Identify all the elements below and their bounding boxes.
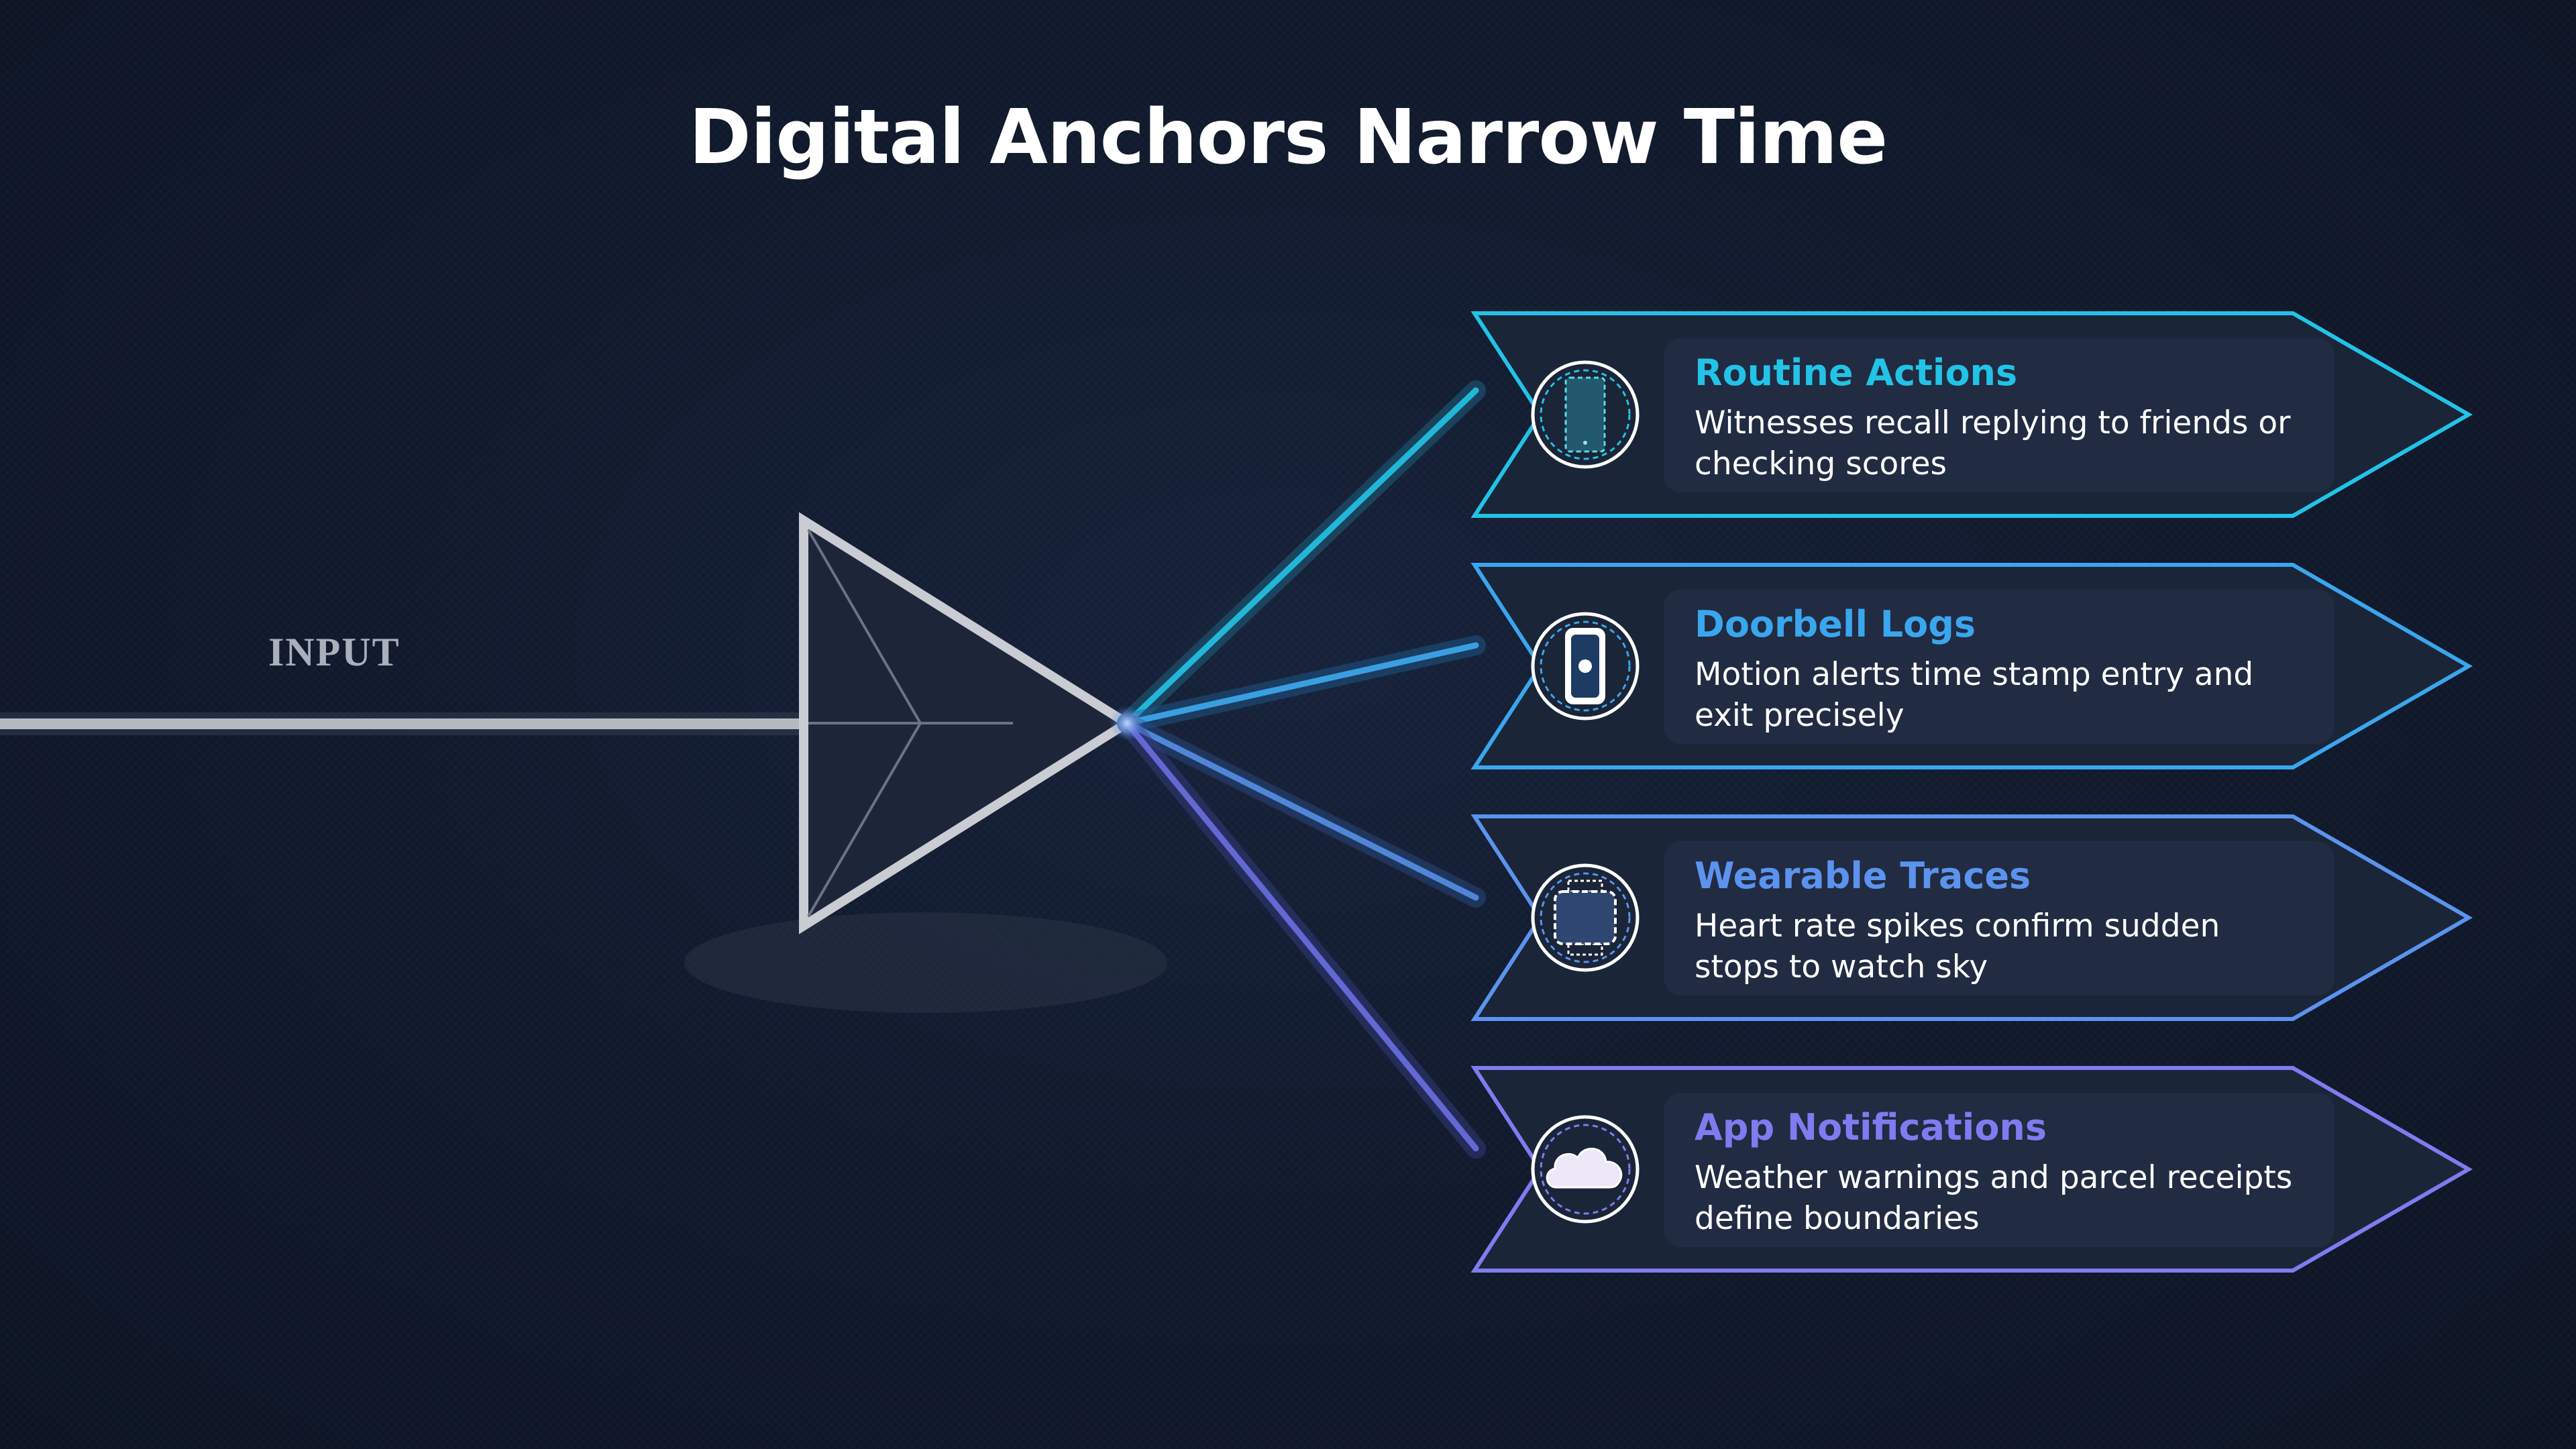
item-description: Motion alerts time stamp entry and exit … <box>1695 656 2254 734</box>
item-title: Wearable Traces <box>1695 855 2031 897</box>
item-title: App Notifications <box>1695 1106 2047 1148</box>
item-card-4: App Notifications Weather warnings and p… <box>1664 1093 2334 1247</box>
item-card-1: Routine Actions Witnesses recall replyin… <box>1664 338 2334 492</box>
prism-shadow <box>684 912 1167 1013</box>
cloud-icon <box>1531 1115 1640 1224</box>
item-card-2: Doorbell Logs Motion alerts time stamp e… <box>1664 590 2334 744</box>
item-description: Witnesses recall replying to friends or … <box>1695 405 2291 482</box>
slide-title: Digital Anchors Narrow Time <box>688 94 1888 181</box>
item-title: Routine Actions <box>1695 352 2018 394</box>
item-title: Doorbell Logs <box>1695 603 1976 645</box>
input-beam <box>0 718 808 729</box>
ray-3 <box>1124 720 1479 901</box>
item-description: Heart rate spikes confirm sudden stops t… <box>1695 908 2220 985</box>
ray-1 <box>1124 387 1479 727</box>
prism-exit-sparkle <box>1110 706 1144 741</box>
ray-2 <box>1124 642 1479 727</box>
doorbell-icon <box>1531 612 1640 720</box>
item-card-3: Wearable Traces Heart rate spikes confir… <box>1664 841 2334 996</box>
output-rays <box>1117 380 1486 1159</box>
smartwatch-icon <box>1531 863 1640 972</box>
ray-4 <box>1124 720 1479 1152</box>
tablet-icon <box>1531 360 1640 469</box>
input-label: INPUT <box>268 630 400 674</box>
item-description: Weather warnings and parcel receipts def… <box>1695 1159 2293 1237</box>
